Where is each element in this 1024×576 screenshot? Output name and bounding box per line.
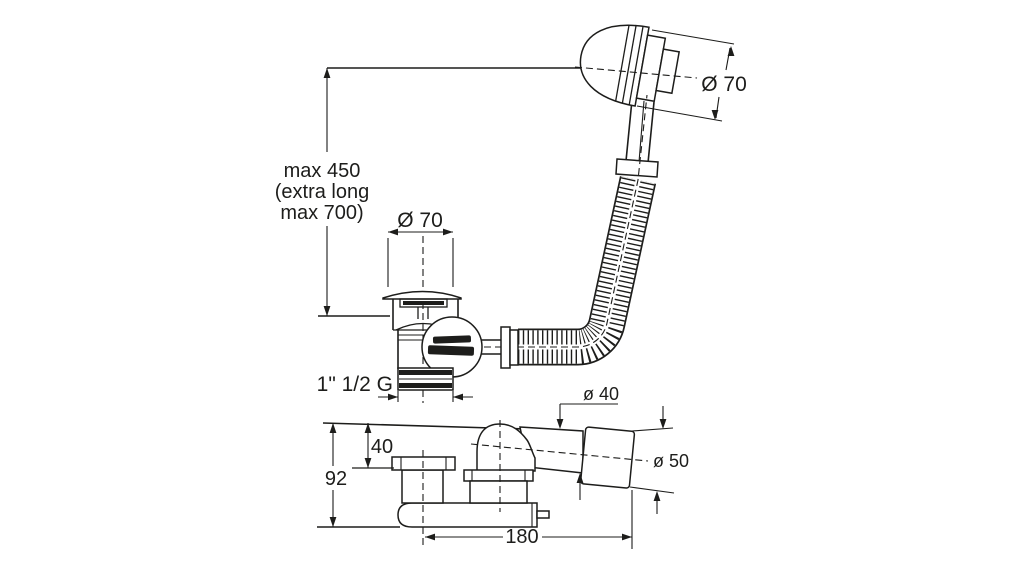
overflow-knob — [579, 24, 681, 107]
cable-pipe — [615, 99, 659, 178]
body-pipe-nub — [536, 510, 550, 519]
knob-diameter-label: Ø 70 — [701, 73, 747, 96]
knob-axis-centerline — [574, 66, 698, 79]
brand-stamp-icon — [427, 345, 475, 356]
body-length-label: 180 — [505, 526, 538, 548]
outlet-elbow — [463, 423, 636, 504]
thread-dimension: 1" 1/2 G — [317, 373, 473, 402]
overflow-hose — [514, 175, 657, 366]
outlet-small-dia-dimension: ø 40 — [556, 384, 619, 500]
outlet-small-dia-label: ø 40 — [583, 384, 619, 404]
outlet-centerline — [470, 443, 649, 462]
hose-nut — [500, 326, 511, 369]
waste-flange-side — [463, 469, 534, 482]
main-view: max 450 (extra long max 700) Ø 70 — [275, 24, 747, 403]
hose-nut — [509, 329, 519, 366]
outlet-large-dia-dimension: ø 50 — [629, 406, 689, 514]
height-note-line1: max 450 — [284, 160, 361, 182]
total-height-dimension: 92 — [325, 423, 347, 527]
height-note-line2: (extra long — [275, 181, 370, 203]
body-length-dimension: 180 — [425, 490, 633, 549]
total-height-label: 92 — [325, 468, 347, 490]
flange-offset-label: 40 — [371, 436, 393, 458]
hose-collar — [615, 158, 659, 178]
thread-label: 1" 1/2 G — [317, 373, 393, 396]
height-note-line3: max 700) — [280, 202, 363, 224]
plug-cap — [382, 290, 462, 300]
plug-diameter-dimension: Ø 70 — [387, 209, 454, 287]
side-view: 92 40 ø 40 ø 50 — [317, 384, 689, 549]
knob-diameter-dimension: Ø 70 — [636, 29, 747, 122]
flange-offset-dimension: 40 — [352, 423, 394, 469]
brand-stamp-icon — [432, 335, 472, 344]
outlet-large-dia-label: ø 50 — [653, 451, 689, 471]
hose-centerline — [440, 94, 648, 348]
plug-diameter-label: Ø 70 — [397, 209, 443, 232]
height-dimension: max 450 (extra long max 700) — [275, 67, 585, 317]
body-pipe — [397, 502, 538, 528]
waste-fitting — [382, 290, 519, 391]
